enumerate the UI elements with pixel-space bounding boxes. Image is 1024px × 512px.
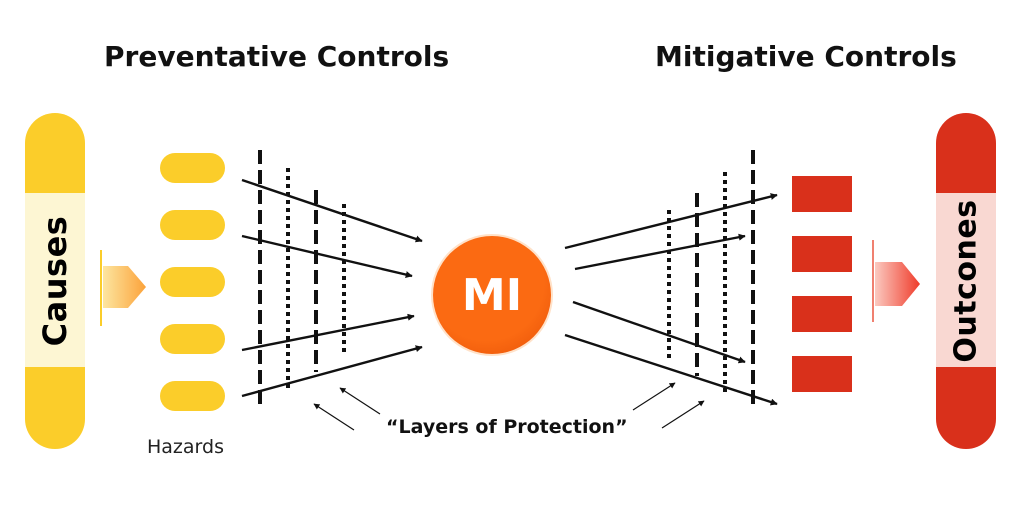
preventative-barriers: [258, 150, 346, 410]
flow-arrow: [574, 233, 746, 271]
hazards-label: Hazards: [147, 436, 224, 458]
hazard-shape: [160, 324, 225, 354]
flow-arrow: [241, 345, 423, 398]
outcomes-pill-band: [936, 193, 996, 367]
outcome-shapes: [792, 176, 852, 392]
mitigative-controls-heading: Mitigative Controls: [655, 40, 957, 73]
causes-flow-arrow: [100, 250, 146, 326]
mitigative-arrows: [564, 193, 778, 406]
hazard-shape: [160, 210, 225, 240]
outcome-shape: [792, 176, 852, 212]
flow-arrow: [564, 193, 778, 250]
hazard-shape: [160, 267, 225, 297]
pointer-arrow: [632, 382, 676, 411]
causes-pill: Causes: [25, 113, 85, 449]
layers-pointer-arrows: [313, 382, 705, 431]
hazard-shapes: [160, 153, 225, 411]
layers-of-protection-label: “Layers of Protection”: [386, 416, 628, 438]
flow-arrow: [572, 300, 746, 364]
mitigative-barriers: [667, 150, 755, 410]
outcomes-pill: Outcones: [936, 113, 996, 449]
flow-arrow: [564, 333, 778, 406]
causes-pill-band: [25, 193, 85, 367]
flow-arrow: [241, 178, 423, 243]
pointer-arrow: [313, 403, 355, 431]
hazard-shape: [160, 381, 225, 411]
preventative-arrows: [241, 178, 423, 398]
pointer-arrow: [339, 387, 381, 415]
outcomes-flow-arrow: [872, 240, 920, 322]
flow-arrow: [241, 313, 415, 352]
flow-arrow: [241, 234, 413, 278]
pointer-arrow: [661, 400, 705, 429]
outcome-shape: [792, 236, 852, 272]
outcome-shape: [792, 356, 852, 392]
outcome-shape: [792, 296, 852, 332]
major-incident-circle: MI: [433, 236, 551, 354]
hazard-shape: [160, 153, 225, 183]
preventative-controls-heading: Preventative Controls: [104, 40, 450, 73]
